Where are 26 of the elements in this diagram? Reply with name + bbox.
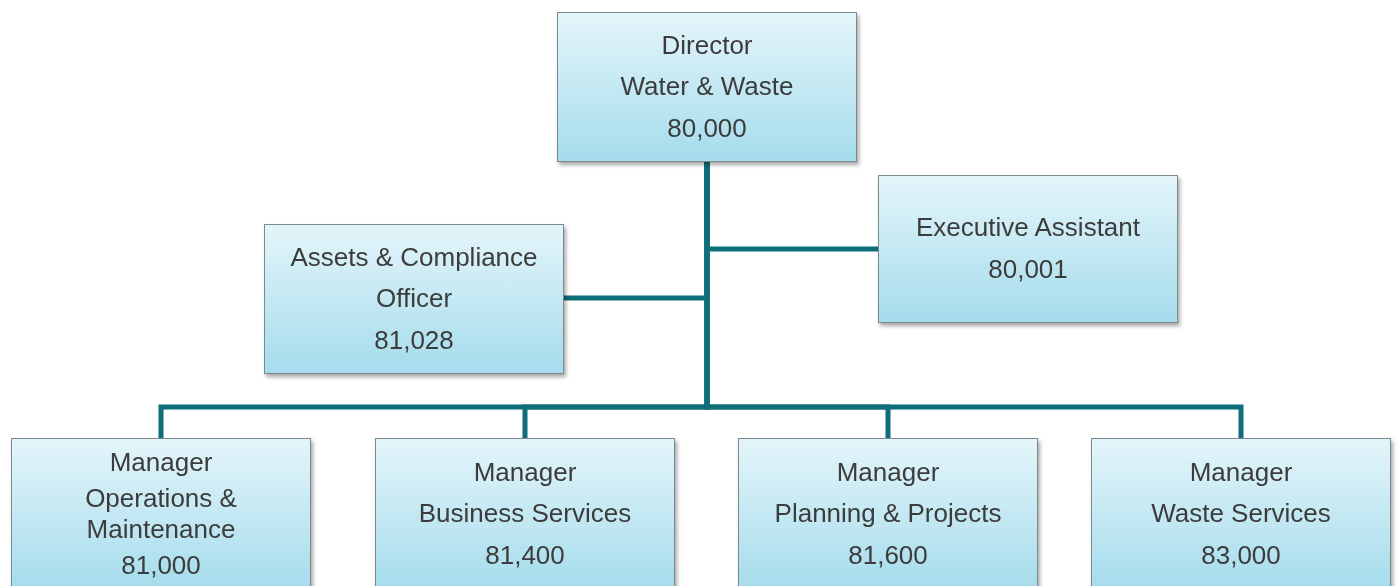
position-box (1091, 438, 1391, 586)
position-number: 80,001 (988, 253, 1068, 286)
position-title: Planning & Projects (774, 497, 1002, 531)
position-title: Business Services (418, 497, 632, 531)
position-title: Water & Waste (620, 70, 794, 104)
position-title: Waste Services (1151, 497, 1331, 531)
position-box (375, 438, 675, 586)
position-title: Manager (473, 455, 577, 489)
position-number: 80,000 (667, 111, 747, 145)
position-title: Manager (109, 445, 213, 479)
position-title: Executive Assistant (916, 211, 1140, 245)
position-number: 81,000 (121, 548, 201, 582)
position-box (557, 12, 857, 162)
position-number: 81,400 (485, 538, 565, 572)
position-box (878, 175, 1178, 323)
position-title: Operations & Maintenance (84, 483, 238, 545)
position-box (738, 438, 1038, 586)
position-box (11, 438, 311, 586)
position-title: Manager (836, 455, 940, 489)
position-number: 83,000 (1201, 538, 1281, 572)
position-number: 81,600 (848, 538, 928, 572)
position-title: Assets & Compliance Officer (289, 240, 539, 316)
position-box (264, 224, 564, 374)
position-title: Manager (1189, 455, 1293, 489)
position-title: Director (661, 28, 753, 62)
position-number: 81,028 (374, 323, 454, 357)
